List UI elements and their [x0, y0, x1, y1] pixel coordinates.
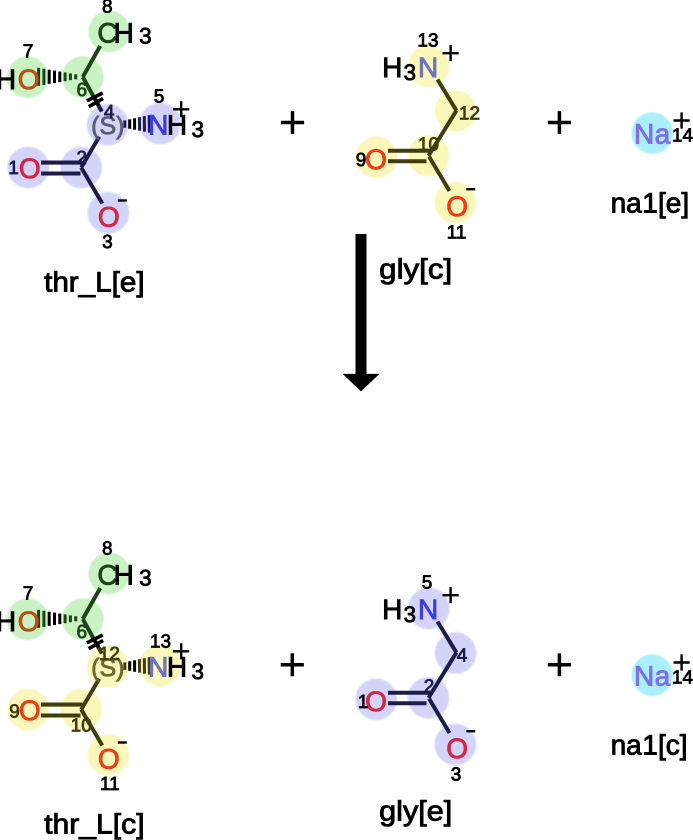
svg-text:na: na [611, 729, 643, 760]
svg-text:O: O [18, 606, 40, 637]
svg-text:O: O [365, 144, 387, 175]
svg-text:10: 10 [418, 134, 439, 155]
svg-text:O: O [19, 153, 41, 184]
svg-text:9: 9 [356, 150, 367, 171]
svg-text:O: O [19, 695, 41, 726]
svg-text:[c]: [c] [658, 729, 688, 760]
svg-text:6: 6 [77, 80, 88, 101]
svg-text:14: 14 [672, 668, 693, 689]
svg-text:gly[e]: gly[e] [379, 796, 452, 827]
svg-text:O: O [98, 202, 120, 233]
svg-text:H: H [0, 606, 16, 637]
svg-text:3: 3 [403, 60, 416, 85]
svg-text:8: 8 [102, 538, 113, 559]
svg-text:1: 1 [642, 729, 658, 760]
svg-text:12: 12 [99, 644, 120, 665]
svg-text:5: 5 [422, 573, 433, 594]
svg-text:1: 1 [8, 158, 19, 179]
svg-text:H: H [167, 109, 187, 140]
svg-text:5: 5 [154, 87, 165, 108]
svg-text:(S): (S) [91, 654, 124, 682]
svg-text:N: N [148, 109, 168, 140]
svg-text:H: H [114, 559, 134, 590]
svg-text:11: 11 [447, 223, 467, 244]
svg-text:2: 2 [424, 676, 435, 697]
svg-text:H: H [114, 17, 134, 48]
svg-text:Na: Na [634, 660, 671, 691]
svg-text:3: 3 [403, 602, 416, 627]
svg-text:Na: Na [634, 118, 671, 149]
svg-text:N: N [418, 52, 438, 83]
svg-text:4: 4 [104, 102, 115, 123]
svg-text:3: 3 [451, 765, 462, 786]
svg-text:3: 3 [139, 565, 152, 590]
svg-text:6: 6 [77, 622, 88, 643]
svg-text:13: 13 [150, 631, 171, 652]
svg-text:14: 14 [672, 126, 693, 147]
svg-text:(S): (S) [91, 112, 124, 140]
svg-text:O: O [365, 686, 387, 717]
svg-text:O: O [446, 733, 468, 764]
svg-text:1: 1 [358, 692, 369, 713]
svg-text:3: 3 [102, 232, 113, 253]
svg-text:na: na [611, 187, 643, 218]
svg-text:13: 13 [417, 31, 438, 52]
svg-text:10: 10 [71, 715, 92, 736]
svg-text:H: H [382, 594, 402, 625]
svg-text:C: C [97, 559, 117, 590]
svg-text:12: 12 [459, 104, 480, 125]
svg-text:thr_L[c]: thr_L[c] [44, 809, 145, 840]
svg-text:H: H [382, 52, 402, 83]
svg-text:H: H [167, 651, 187, 682]
svg-text:thr_L[e]: thr_L[e] [44, 267, 145, 298]
svg-text:4: 4 [457, 646, 468, 667]
svg-text:H: H [0, 64, 16, 95]
svg-text:N: N [418, 594, 438, 625]
svg-text:N: N [148, 651, 168, 682]
svg-text:O: O [98, 744, 120, 775]
svg-text:[e]: [e] [658, 187, 689, 218]
svg-text:3: 3 [191, 659, 204, 684]
svg-text:9: 9 [9, 701, 20, 722]
svg-text:O: O [446, 191, 468, 222]
svg-text:1: 1 [642, 187, 658, 218]
svg-text:3: 3 [191, 117, 204, 142]
svg-text:7: 7 [23, 42, 34, 63]
svg-text:O: O [18, 64, 40, 95]
svg-text:11: 11 [100, 774, 120, 795]
svg-text:C: C [97, 17, 117, 48]
svg-text:2: 2 [76, 148, 87, 169]
svg-text:7: 7 [23, 584, 34, 605]
svg-text:3: 3 [139, 23, 152, 48]
svg-text:8: 8 [102, 0, 113, 17]
svg-text:gly[c]: gly[c] [379, 254, 452, 285]
